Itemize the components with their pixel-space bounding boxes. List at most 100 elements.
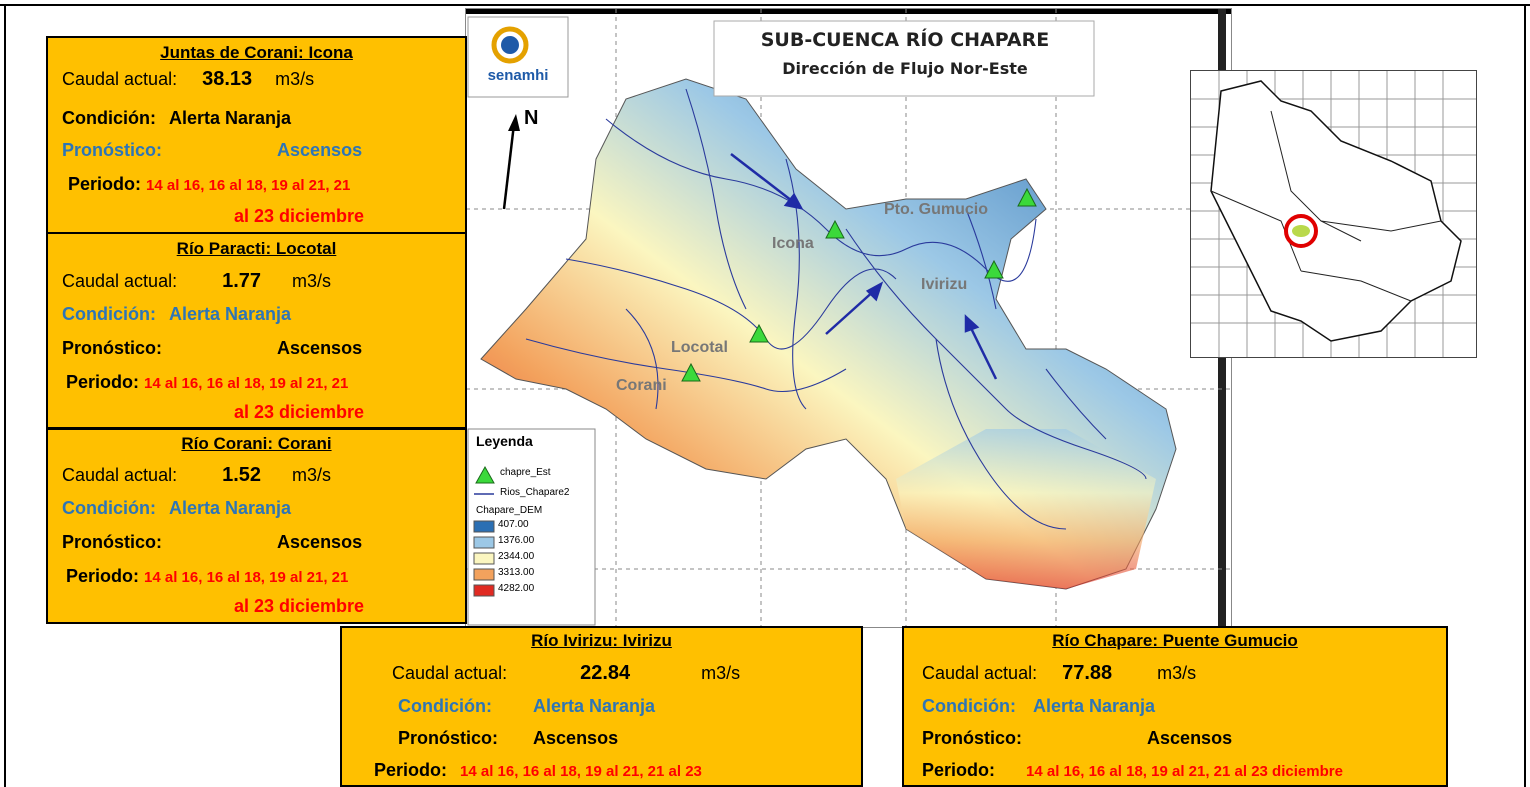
card-icona: Juntas de Corani: Icona Caudal actual: 3… [46, 36, 467, 234]
pronostico-value: Ascensos [277, 338, 363, 358]
map-subtitle: Dirección de Flujo Nor-Este [782, 59, 1028, 78]
card-title: Río Chapare: Puente Gumucio [1052, 631, 1298, 650]
legend-swatch [473, 584, 495, 597]
legend-class-label: 1376.00 [498, 535, 535, 546]
pronostico-label: Pronóstico: [62, 338, 163, 358]
pronostico-value: Ascensos [277, 532, 363, 552]
legend-class-label: 3313.00 [498, 567, 535, 578]
caudal-row: Caudal actual: 77.88 m3/s [922, 662, 1196, 685]
caudal-row: Caudal actual: 1.52 m3/s [62, 464, 331, 487]
periodo-row: Periodo: 14 al 16, 16 al 18, 19 al 21, 2… [66, 566, 348, 587]
periodo-label: Periodo: [68, 174, 142, 194]
bolivia-inset-map [1190, 70, 1477, 358]
periodo-value-cont: al 23 diciembre [234, 206, 365, 226]
card-title: Río Paracti: Locotal [176, 239, 337, 258]
caudal-label: Caudal actual: [62, 69, 178, 89]
caudal-row: Caudal actual: 38.13 m3/s [62, 68, 314, 91]
legend-rivers-label: Rios_Chapare2 [500, 487, 570, 498]
legend-swatch [473, 536, 495, 549]
periodo-value: 14 al 16, 16 al 18, 19 al 21, 21 al 23 d… [1026, 763, 1343, 780]
card-locotal: Río Paracti: Locotal Caudal actual: 1.77… [46, 232, 467, 429]
periodo-row: Periodo: 14 al 16, 16 al 18, 19 al 21, 2… [922, 760, 1343, 781]
station-icona-marker [825, 219, 845, 239]
condicion-value: Alerta Naranja [169, 304, 292, 324]
periodo-row: Periodo: 14 al 16, 16 al 18, 19 al 21, 2… [68, 174, 350, 195]
legend-swatch [473, 520, 495, 533]
card-gumucio: Río Chapare: Puente Gumucio Caudal actua… [902, 626, 1448, 787]
periodo-label: Periodo: [922, 760, 996, 780]
periodo-label: Periodo: [66, 566, 140, 586]
periodo-value-cont: al 23 diciembre [234, 596, 365, 616]
legend-stations-label: chapre_Est [500, 467, 551, 478]
condicion-label: Condición: [922, 696, 1016, 716]
condicion-value: Alerta Naranja [1033, 696, 1156, 716]
condicion-value: Alerta Naranja [533, 696, 656, 716]
caudal-value: 38.13 [202, 68, 253, 90]
legend-class-label: 407.00 [498, 519, 529, 530]
north-label: N [524, 107, 539, 129]
periodo-value: 14 al 16, 16 al 18, 19 al 21, 21 [146, 177, 351, 194]
station-ivirizu-marker [984, 259, 1004, 279]
station-gumucio-marker [1017, 187, 1037, 207]
legend-symbols [474, 465, 495, 495]
basin-southeast [896, 429, 1156, 589]
pronostico-value: Ascensos [533, 728, 619, 748]
card-title: Río Corani: Corani [181, 434, 332, 453]
card-corani: Río Corani: Corani Caudal actual: 1.52 m… [46, 428, 467, 624]
periodo-value: 14 al 16, 16 al 18, 19 al 21, 21 [144, 375, 349, 392]
periodo-value: 14 al 16, 16 al 18, 19 al 21, 21 al 23 [460, 763, 702, 780]
condicion-value: Alerta Naranja [169, 108, 292, 128]
map-frame-bar [466, 9, 1231, 14]
pronostico-label: Pronóstico: [922, 728, 1023, 748]
condicion-row: Condición: Alerta Naranja [62, 498, 291, 519]
station-label-ivirizu: Ivirizu [921, 276, 968, 293]
station-locotal-marker [749, 323, 769, 343]
caudal-label: Caudal actual: [62, 271, 178, 291]
caudal-value: 1.77 [222, 270, 262, 292]
basin-location-circle [1284, 214, 1318, 248]
condicion-label: Condición: [62, 108, 156, 128]
condicion-label: Condición: [62, 304, 156, 324]
legend-swatch [473, 552, 495, 565]
pronostico-row: Pronóstico: Ascensos [62, 338, 362, 359]
station-corani-marker [681, 362, 701, 382]
map-svg [466, 9, 1231, 627]
frame-top [0, 4, 1530, 6]
caudal-label: Caudal actual: [392, 663, 508, 683]
periodo-label: Periodo: [374, 760, 448, 780]
north-arrow-icon [502, 114, 520, 210]
senamhi-logo-icon [467, 16, 569, 98]
pronostico-value: Ascensos [277, 140, 363, 160]
caudal-value: 1.52 [222, 464, 262, 486]
legend-swatch [473, 568, 495, 581]
flow-arrows [730, 153, 998, 380]
caudal-unit: m3/s [701, 663, 741, 683]
caudal-row: Caudal actual: 1.77 m3/s [62, 270, 331, 293]
frame-right [1524, 4, 1526, 787]
pronostico-label: Pronóstico: [62, 140, 163, 160]
frame-left [4, 4, 6, 787]
caudal-unit: m3/s [292, 271, 332, 291]
periodo-row: Periodo: 14 al 16, 16 al 18, 19 al 21, 2… [374, 760, 702, 781]
card-title: Juntas de Corani: Icona [160, 43, 353, 62]
title-box [713, 20, 1095, 97]
caudal-value: 77.88 [1062, 662, 1113, 684]
bolivia-outline [1210, 80, 1462, 342]
pronostico-row: Pronóstico: Ascensos [62, 532, 362, 553]
station-label-icona: Icona [772, 235, 814, 252]
legend-title: Leyenda [476, 433, 533, 449]
caudal-unit: m3/s [292, 465, 332, 485]
condicion-row: Condición: Alerta Naranja [922, 696, 1155, 717]
basin-map: senamhi SUB-CUENCA RÍO CHAPARE Dirección… [465, 8, 1232, 628]
card-ivirizu: Río Ivirizu: Ivirizu Caudal actual: 22.8… [340, 626, 863, 787]
rivers-layer [525, 88, 1147, 530]
caudal-row: Caudal actual: 22.84 m3/s [392, 662, 740, 685]
pronostico-label: Pronóstico: [62, 532, 163, 552]
station-label-gumucio: Pto. Gumucio [884, 201, 988, 218]
caudal-unit: m3/s [1157, 663, 1197, 683]
condicion-row: Condición: Alerta Naranja [62, 108, 291, 129]
pronostico-value: Ascensos [1147, 728, 1233, 748]
inset-svg [1191, 71, 1476, 357]
periodo-value: 14 al 16, 16 al 18, 19 al 21, 21 [144, 569, 349, 586]
caudal-value: 22.84 [580, 662, 631, 684]
